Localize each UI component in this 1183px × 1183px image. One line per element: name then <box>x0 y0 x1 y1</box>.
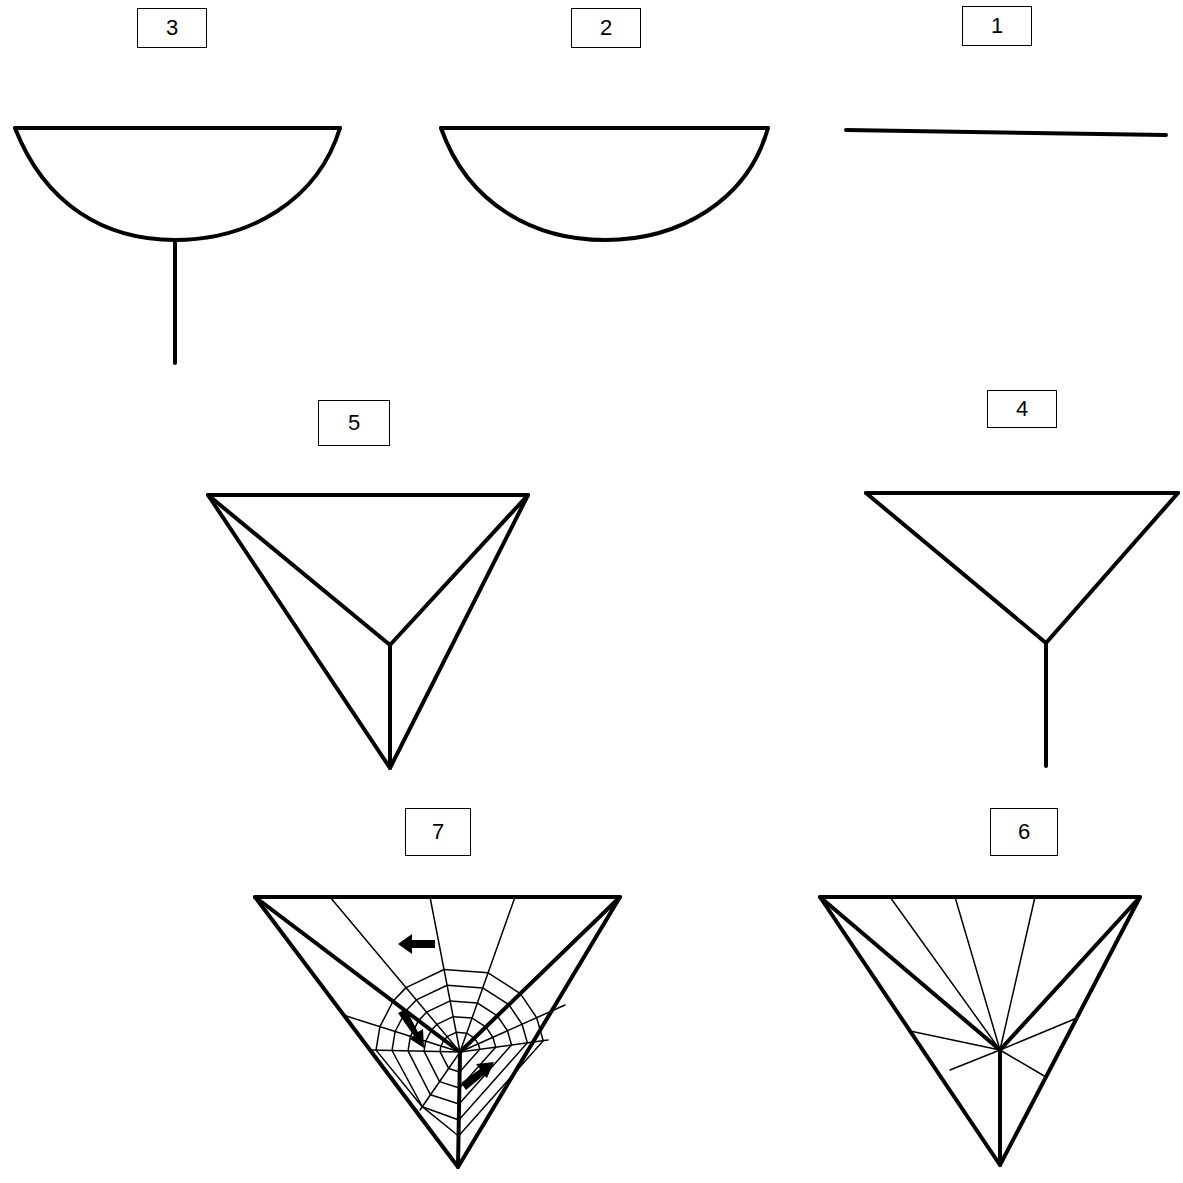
spiral-ring <box>392 985 527 1120</box>
spiral-ring <box>440 1032 480 1072</box>
arrow <box>398 934 435 954</box>
frame-triangle <box>208 495 528 768</box>
radial-thread <box>370 1050 460 1052</box>
y-frame <box>866 493 1178 643</box>
frame-triangle <box>255 897 620 1167</box>
step-number: 6 <box>1018 821 1030 843</box>
step-number: 1 <box>991 15 1003 37</box>
step-number: 4 <box>1016 398 1028 420</box>
radial-thread <box>955 897 1000 1050</box>
step-number-box: 2 <box>571 8 641 48</box>
radial-threads <box>890 897 1077 1077</box>
radial-thread <box>890 897 1000 1050</box>
radial-thread <box>910 1031 1000 1050</box>
sagging-thread <box>441 128 768 240</box>
y-frame <box>208 495 528 645</box>
step-number: 2 <box>600 17 612 39</box>
bridge-thread <box>846 130 1166 135</box>
arrow <box>398 1009 424 1048</box>
spiral-ring <box>408 1001 512 1104</box>
step-number: 3 <box>166 17 178 39</box>
y-frame <box>255 897 620 1052</box>
step-number: 5 <box>348 412 360 434</box>
radial-thread <box>460 1005 565 1052</box>
radial-thread <box>1000 1018 1077 1050</box>
drop-thread <box>998 1050 1002 1165</box>
radial-thread <box>330 897 460 1052</box>
step-number-box: 3 <box>137 8 207 48</box>
step-number-box: 6 <box>990 808 1058 856</box>
frame-triangle <box>820 897 1140 1165</box>
drop-thread <box>1044 643 1048 766</box>
drop-thread <box>388 645 392 768</box>
step-number: 7 <box>432 821 444 843</box>
bridge-thread <box>441 126 768 130</box>
bridge-thread <box>15 126 340 130</box>
bridge-thread <box>866 491 1178 495</box>
direction-arrows <box>398 934 494 1090</box>
spiral-threads <box>376 970 543 1136</box>
drop-thread <box>173 240 177 363</box>
sagging-thread <box>15 128 340 240</box>
step-number-box: 4 <box>987 390 1057 428</box>
spiral-ring <box>376 970 543 1136</box>
spiral-ring <box>424 1017 496 1088</box>
step-number-box: 7 <box>405 808 471 856</box>
radial-threads <box>330 897 565 1110</box>
step-number-box: 5 <box>318 400 390 446</box>
arrow <box>461 1062 494 1090</box>
y-frame <box>820 897 1140 1050</box>
radial-thread <box>1000 897 1035 1050</box>
step-number-box: 1 <box>962 6 1032 46</box>
radial-thread <box>1000 1050 1046 1077</box>
radial-thread <box>950 1050 1000 1070</box>
drop-thread <box>458 1052 460 1167</box>
